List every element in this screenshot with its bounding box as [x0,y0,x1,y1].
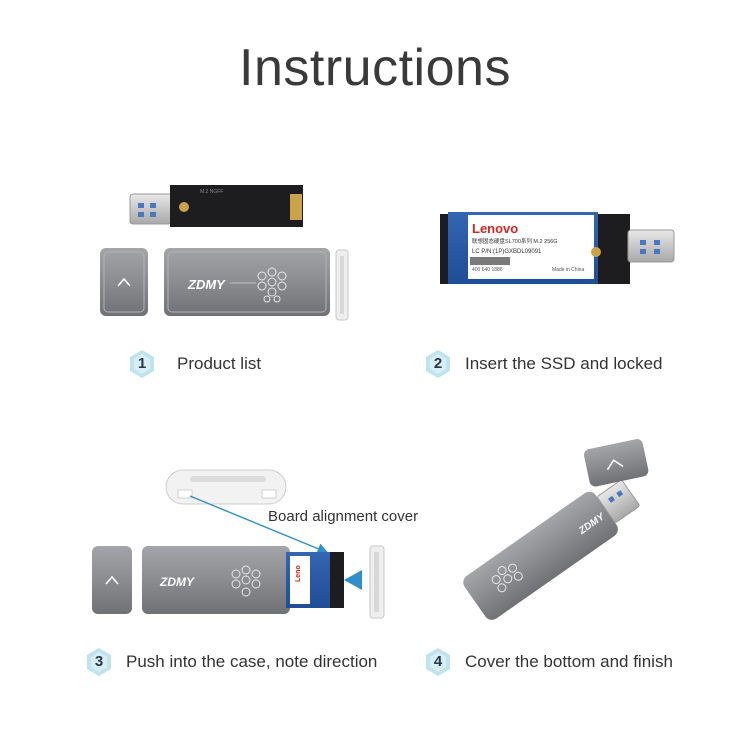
ssd-label-line1: 联想固态硬盘SL700系列 M.2 256G [472,237,558,245]
step2-illustration: Lenovo 联想固态硬盘SL700系列 M.2 256G LC P/N:(1P… [440,212,675,284]
step-3-label: Push into the case, note direction [126,652,378,671]
ssd-label-line3: 400 640 1886 [472,267,503,273]
alignment-cover-side [335,249,349,321]
step-2-number-badge: 2 [423,349,453,379]
ssd-label-line4: Made in China [552,267,584,273]
step-2: 2 Insert the SSD and locked [423,349,663,379]
ssd-brand: Lenovo [472,221,518,236]
board-alignment-cover-callout: Board alignment cover [268,508,419,525]
usb-adapter-board: M.2 NGFF [129,185,303,227]
svg-text:ZDMY: ZDMY [159,575,195,589]
direction-arrow-icon [344,570,362,590]
svg-text:ZDMY: ZDMY [187,277,226,292]
end-cap [100,248,148,316]
step-1: 1 Product list [127,349,261,379]
page-title: Instructions [239,39,511,97]
svg-text:M.2 NGFF: M.2 NGFF [200,189,223,195]
step3-illustration: ZDMY Leno [92,469,385,619]
step-2-label: Insert the SSD and locked [465,354,663,373]
case-with-ssd: ZDMY Leno [142,546,344,614]
step-4: 4 Cover the bottom and finish [423,647,673,677]
step-1-label: Product list [177,354,262,373]
end-cap [92,546,132,614]
step-4-number-badge: 4 [423,647,453,677]
removed-cap [584,439,649,487]
aluminium-case: ZDMY [164,248,330,316]
svg-text:Leno: Leno [295,565,302,582]
step4-illustration: ZDMY [463,439,649,620]
ssd-label-line2: LC P/N:(1P)GXBDL09091 [472,249,542,255]
alignment-cover-top [165,469,287,505]
usb-plug [627,229,675,263]
alignment-cover-side [369,545,385,619]
step-1-number-badge: 1 [127,349,157,379]
step-3-number-badge: 3 [84,647,114,677]
step1-illustration: M.2 NGFF ZDMY [100,185,349,321]
step-4-label: Cover the bottom and finish [465,652,673,671]
step-3: 3 Push into the case, note direction [84,647,377,677]
